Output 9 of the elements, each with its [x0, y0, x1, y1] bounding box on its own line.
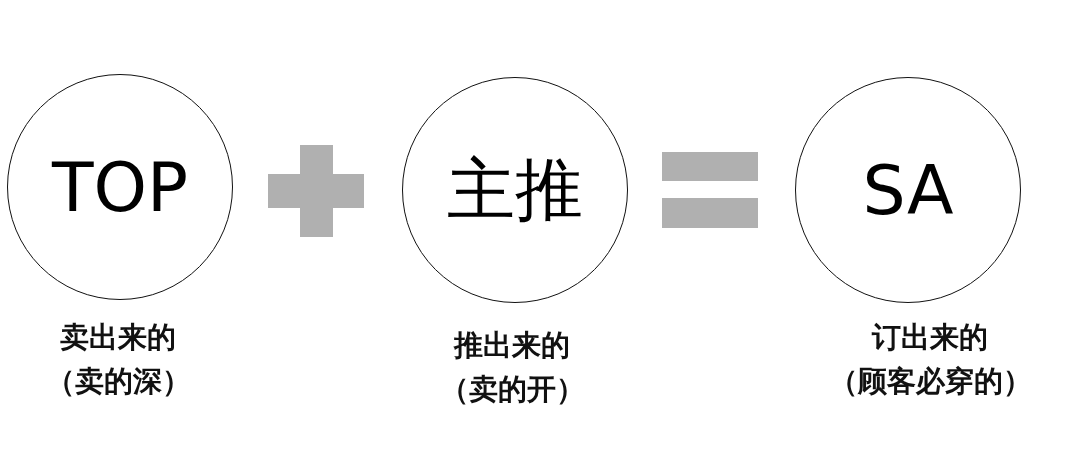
node-label: 订出来的	[872, 319, 988, 356]
node-label: （顾客必穿的）	[828, 363, 1032, 400]
circle-label: TOP	[51, 147, 189, 227]
node-label: （卖的深）	[45, 363, 191, 400]
node-label: 卖出来的	[60, 319, 176, 356]
circle-label: SA	[862, 150, 954, 230]
node-label: （卖的开）	[439, 371, 585, 408]
node-label: 推出来的	[454, 327, 570, 364]
circle-label: 主推	[447, 148, 583, 231]
